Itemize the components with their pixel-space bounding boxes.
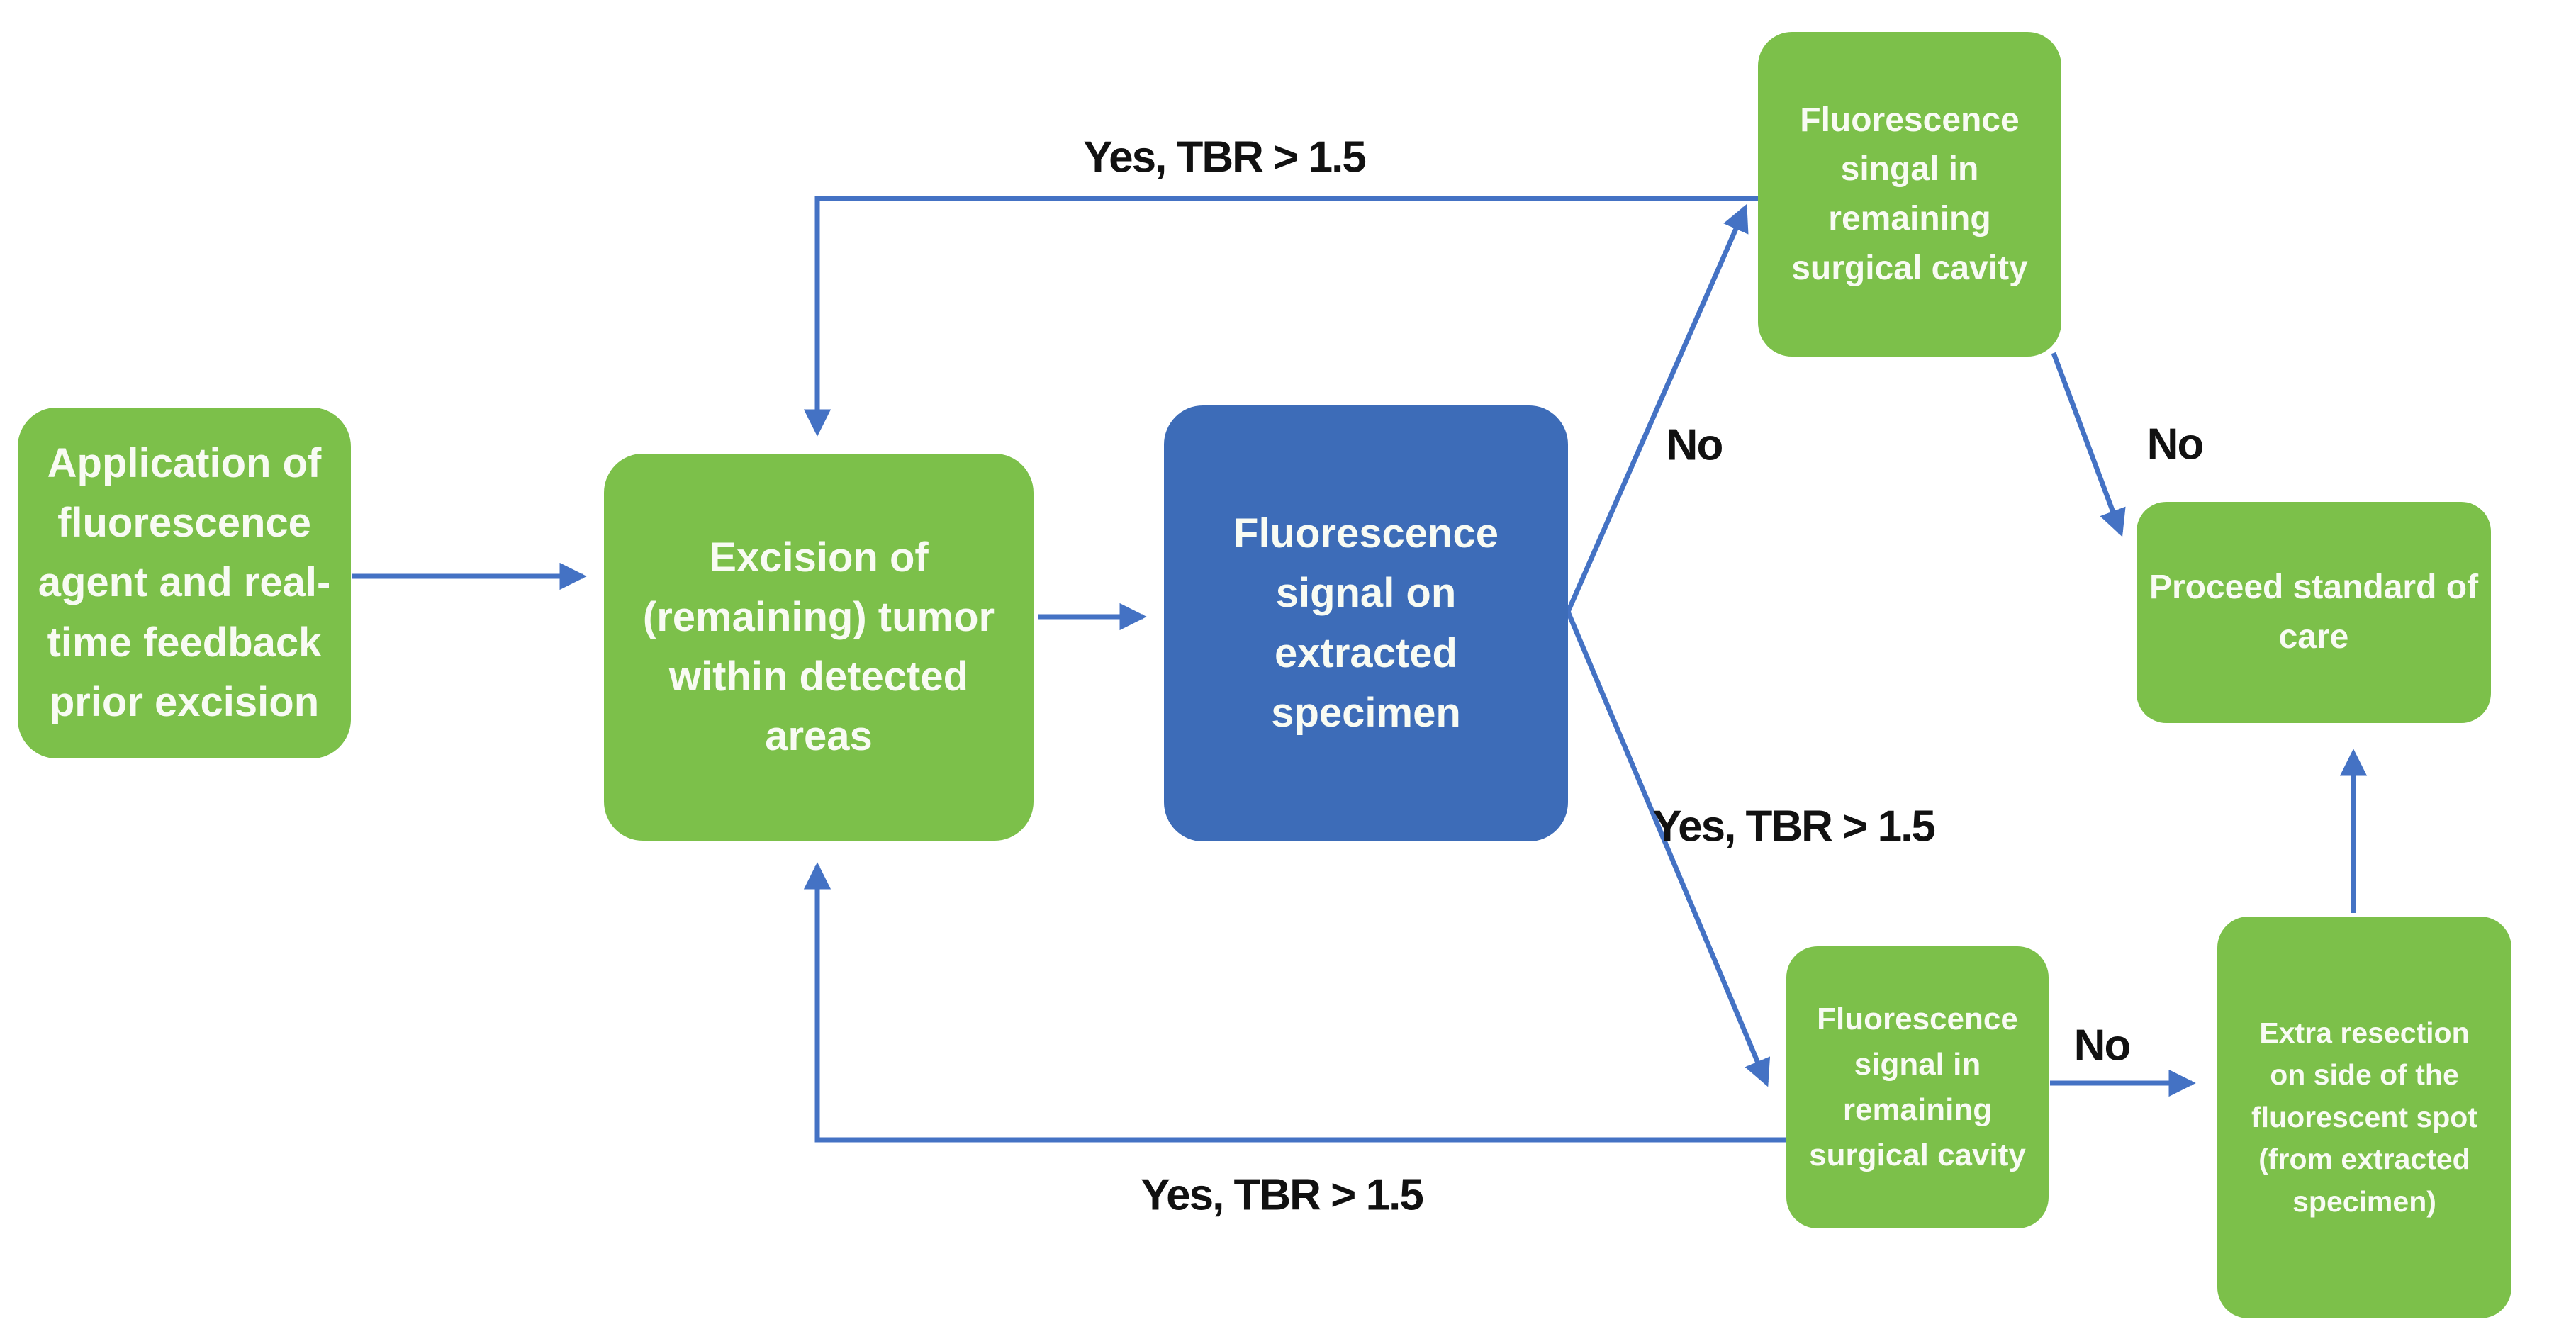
node-excision-of-remaining-tumor: Excision of (remaining) tumor within det… [604, 454, 1034, 841]
node-extra-resection-fluorescent-spot: Extra resection on side of the fluoresce… [2217, 917, 2511, 1318]
edge-label-no-upper: No [1666, 420, 1724, 470]
node-proceed-standard-of-care: Proceed standard of care [2137, 502, 2491, 723]
edge-label-yes-tbr-top: Yes, TBR > 1.5 [1083, 133, 1367, 182]
connector-cavity-top-to-proceed-no [2051, 352, 2126, 537]
node-fluorescence-signal-in-cavity-top: Fluorescence singal in remaining surgica… [1758, 32, 2061, 357]
node-application-of-fluorescence-agent: Application of fluorescence agent and re… [18, 408, 351, 758]
connector-specimen-to-cavity-top-no [1565, 203, 1749, 613]
node-fluorescence-signal-in-cavity-bottom: Fluorescence signal in remaining surgica… [1786, 946, 2049, 1228]
connector-specimen-to-cavity-bottom-yes [1565, 610, 1771, 1087]
edge-label-no-bottom: No [2073, 1021, 2132, 1070]
connector-cavity-bottom-to-excision-yes [803, 862, 1786, 1143]
edge-label-yes-tbr-bottom: Yes, TBR > 1.5 [1141, 1170, 1424, 1220]
node-fluorescence-signal-on-extracted-specimen: Fluorescence signal on extracted specime… [1164, 405, 1568, 841]
edge-label-yes-tbr-middle: Yes, TBR > 1.5 [1652, 802, 1936, 851]
edge-label-no-right: No [2146, 420, 2205, 469]
connector-cavity-top-to-excision-yes [803, 196, 1758, 437]
